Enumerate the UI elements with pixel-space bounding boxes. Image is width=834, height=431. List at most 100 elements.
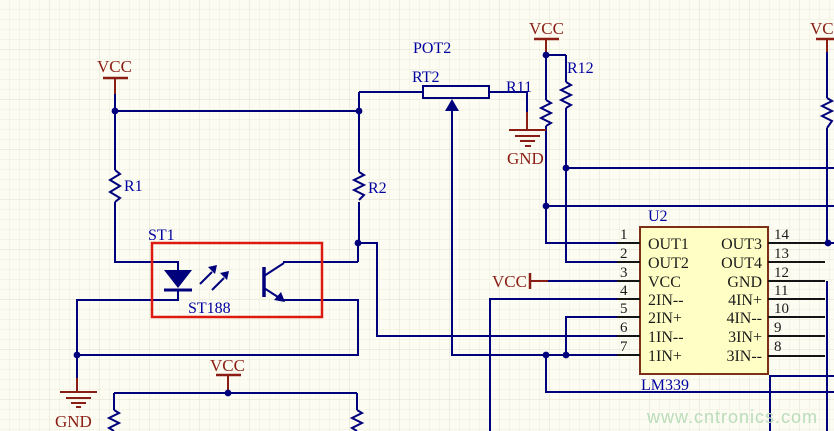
pin-label-out1: OUT1 xyxy=(648,236,689,253)
junction-dot xyxy=(562,351,570,359)
pin-label-2in-minus: 2IN-- xyxy=(648,292,684,309)
ic-body[interactable] xyxy=(639,226,769,375)
pot-wiper-arrow[interactable] xyxy=(445,99,459,111)
designator-r2: R2 xyxy=(368,180,387,197)
resistor-R2-zigzag[interactable] xyxy=(351,171,367,201)
pot-body[interactable] xyxy=(422,85,490,99)
resistor-R12-zigzag[interactable] xyxy=(558,81,574,109)
wire-pin5-to-reference[interactable] xyxy=(565,316,617,355)
pin-label-3in-minus: 3IN-- xyxy=(726,348,762,365)
pin-label-out2: OUT2 xyxy=(648,255,689,272)
optocoupler-ST1[interactable] xyxy=(150,241,324,319)
pin-number-12: 12 xyxy=(774,265,789,281)
junction-dot xyxy=(824,239,832,247)
pin-label-2in-plus: 2IN+ xyxy=(648,310,682,327)
gnd-symbol-mid[interactable] xyxy=(509,112,546,147)
wire-reference-bottom-bus[interactable] xyxy=(545,355,834,393)
pin-number-9: 9 xyxy=(774,320,782,336)
gnd-bars xyxy=(60,391,97,408)
pin-number-13: 13 xyxy=(774,246,789,262)
vcc-symbol-top-mid[interactable] xyxy=(534,37,559,52)
designator-u2: U2 xyxy=(648,208,668,225)
wire-pot-wiper-reference[interactable] xyxy=(451,111,617,356)
pin-label-out3: OUT3 xyxy=(721,236,762,253)
pin-label-4in-minus: 4IN-- xyxy=(726,310,762,327)
ic-U2[interactable] xyxy=(617,226,825,375)
pin-number-6: 6 xyxy=(620,320,628,336)
vcc-label-r1: VCC xyxy=(97,57,132,76)
wire-vcc-to-r1-and-led[interactable] xyxy=(114,94,179,270)
pin-label-out4: OUT4 xyxy=(721,255,762,272)
resistor-bottom-mid[interactable] xyxy=(349,409,365,431)
wire-r2-to-pot-left[interactable] xyxy=(358,91,423,243)
gnd-symbol-left[interactable] xyxy=(60,378,97,408)
junction-dot xyxy=(355,107,363,115)
junction-dot xyxy=(111,107,119,115)
resistor-pullup-right[interactable] xyxy=(819,97,834,129)
wire-emitter-to-gnd[interactable] xyxy=(77,299,359,356)
designator-rt2: RT2 xyxy=(412,69,439,86)
vcc-symbol-pin3[interactable] xyxy=(528,273,548,289)
wire-bottom-right-l-net[interactable] xyxy=(769,375,834,431)
pin-label-1in-plus: 1IN+ xyxy=(648,348,682,365)
junction-dot xyxy=(73,351,81,359)
resistor-R1-zigzag[interactable] xyxy=(108,169,122,203)
resistor-R2[interactable] xyxy=(351,171,367,201)
gnd-bars xyxy=(509,129,546,147)
led-emission-arrowhead-1 xyxy=(208,265,217,274)
led-triangle xyxy=(164,270,192,288)
resistor-R11[interactable] xyxy=(538,99,554,127)
wire-vcc-to-r11-r12[interactable] xyxy=(545,52,567,206)
junction-dot xyxy=(542,202,550,210)
pin-number-2: 2 xyxy=(620,246,628,262)
vcc-label-bottom: VCC xyxy=(210,356,245,375)
junction-dot xyxy=(224,389,232,397)
opto-outline-box[interactable] xyxy=(150,241,324,319)
wire-bottom-vcc-rail[interactable] xyxy=(113,392,358,410)
pin-number-5: 5 xyxy=(620,301,628,317)
designator-r12: R12 xyxy=(567,60,594,77)
part-lm339: LM339 xyxy=(641,377,689,394)
resistor-bottom-left[interactable] xyxy=(106,409,122,431)
wire-r11-bus-and-pin1[interactable] xyxy=(545,205,834,244)
vcc-symbol-r1[interactable] xyxy=(103,76,128,94)
gnd-label-left: GND xyxy=(55,412,92,431)
phototransistor-emitter-arrowhead xyxy=(274,292,285,302)
resistor-R11-zigzag[interactable] xyxy=(538,99,554,127)
wire-led-cathode-to-gnd[interactable] xyxy=(76,290,179,378)
phototransistor-collector xyxy=(263,262,285,277)
vcc-label-pin3: VCC xyxy=(492,272,527,291)
wire-pot-right-to-gnd[interactable] xyxy=(489,91,528,112)
junction-dot xyxy=(562,164,570,172)
pin-number-7: 7 xyxy=(620,339,628,355)
vcc-symbol-top-right[interactable] xyxy=(816,37,834,52)
pin-label-3in-plus: 3IN+ xyxy=(728,329,762,346)
designator-st1: ST1 xyxy=(148,227,175,244)
pin-label-vcc: VCC xyxy=(648,274,681,291)
resistor-pullup-right-zigzag[interactable] xyxy=(819,97,834,129)
ic-right-pin-stubs[interactable] xyxy=(768,242,825,357)
resistor-bottom-mid-zigzag[interactable] xyxy=(349,409,365,431)
led-emission-arrowhead-2 xyxy=(220,271,229,280)
designator-r11: R11 xyxy=(506,79,532,96)
wire-pin4-down[interactable] xyxy=(489,298,617,431)
resistor-bottom-left-zigzag[interactable] xyxy=(106,409,122,431)
pin-number-4: 4 xyxy=(620,283,628,299)
vcc-symbol-bottom[interactable] xyxy=(216,373,241,392)
watermark-text: www.cntronics.com xyxy=(646,407,818,427)
vcc-label-top-right: VCC xyxy=(810,19,834,38)
wire-r12-bus-and-pin2[interactable] xyxy=(565,167,834,263)
resistor-R12[interactable] xyxy=(558,81,574,109)
ic-left-pin-stubs[interactable] xyxy=(617,242,640,356)
pin-number-11: 11 xyxy=(774,283,788,299)
led-emission-arrow-2 xyxy=(211,277,225,291)
pin-number-8: 8 xyxy=(774,339,782,355)
potentiometer-RT2[interactable] xyxy=(422,85,490,111)
junction-dot xyxy=(542,351,550,359)
pin-number-10: 10 xyxy=(774,301,789,317)
pin-label-gnd: GND xyxy=(727,274,762,291)
vcc-label-top-mid: VCC xyxy=(529,19,564,38)
resistor-R1[interactable] xyxy=(108,169,122,203)
